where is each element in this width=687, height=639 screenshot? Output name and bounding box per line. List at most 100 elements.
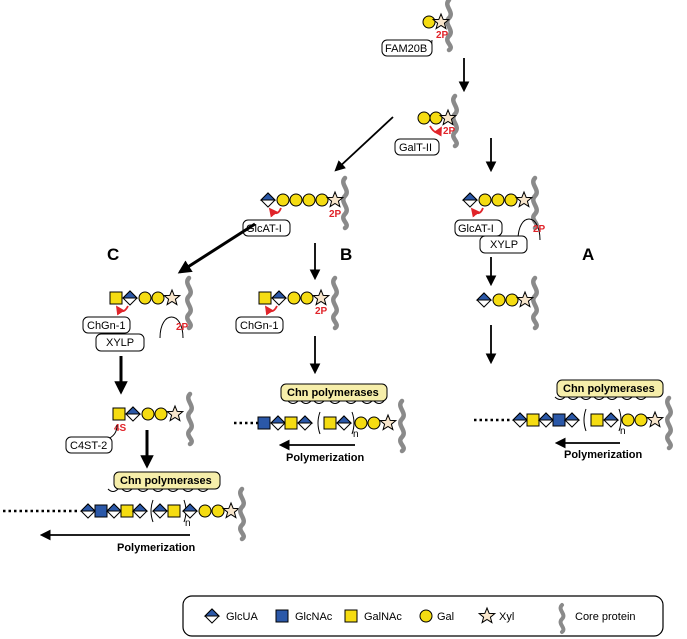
- gal-circle-icon: [289, 193, 303, 207]
- legend-label-core-protein: Core protein: [575, 611, 636, 623]
- gal-circle-icon: [492, 293, 506, 307]
- gal-circle-icon: [505, 293, 519, 307]
- chn-polymerases-box: [556, 379, 664, 398]
- phosphate-label: 2P: [315, 306, 328, 317]
- chgn1-label-mid: ChGn-1: [240, 320, 279, 332]
- xylp-box-right: [479, 235, 528, 254]
- red-transfer-arrow: [429, 125, 442, 137]
- red-transfer-arrow: [268, 207, 282, 218]
- pathway-label-c: C: [107, 245, 119, 264]
- core-protein-icon: [533, 278, 536, 328]
- c4st2-box: [65, 436, 113, 454]
- chgn1-box-mid: [235, 316, 284, 334]
- legend: GlcUA GlcNAc GalNAc Gal Xyl Core protein: [182, 595, 664, 637]
- xylp-label-left: XYLP: [106, 337, 134, 349]
- gal-circle-icon: [315, 193, 329, 207]
- gal-circle-icon: [478, 193, 492, 207]
- galnac-square-icon: [344, 609, 358, 623]
- repeat-n: n: [620, 426, 626, 437]
- gal-circle-icon: [138, 291, 152, 305]
- repeat-n: n: [185, 518, 191, 529]
- glcua-diamond-icon: [260, 192, 276, 208]
- core-protein-icon: [188, 394, 191, 444]
- gal-circle-icon: [419, 609, 433, 623]
- phosphate-label: 2P: [436, 30, 449, 41]
- xyl-star-icon: [312, 289, 330, 306]
- gal-circle-icon: [151, 291, 165, 305]
- phosphate-label: 2P: [533, 224, 546, 235]
- xyl-star-icon: [515, 191, 533, 208]
- gal-circle-icon: [287, 291, 301, 305]
- phosphate-label: 2P: [329, 209, 342, 220]
- gal-circle-icon: [429, 111, 443, 125]
- core-protein-icon: [447, 0, 450, 50]
- legend-label-glcua: GlcUA: [226, 611, 258, 623]
- galt2-box: [394, 138, 440, 156]
- chn-polymerases-box: [280, 383, 388, 402]
- chn-polymerases-label: Chn polymerases: [287, 387, 379, 399]
- glcat1-label-mid: GlcAT-I: [246, 223, 282, 235]
- glcua-diamond-icon: [476, 292, 492, 308]
- core-protein-icon: [558, 603, 566, 634]
- fam20b-label: FAM20B: [385, 43, 427, 55]
- chn-polymerase-complex-mid: Chn polymerases n Polymerization: [234, 383, 404, 464]
- xylp-arc: [159, 316, 184, 339]
- red-transfer-arrow: [265, 305, 278, 316]
- legend-label-gal: Gal: [437, 611, 454, 623]
- chn-polymerase-complex-right: Chn polymerases n Polymerization: [474, 379, 671, 461]
- gal-circle-icon: [276, 193, 290, 207]
- galt2-label: GalT-II: [399, 142, 432, 154]
- gal-circle-icon: [154, 407, 168, 421]
- red-transfer-arrow: [470, 207, 484, 218]
- core-protein-icon: [453, 96, 456, 146]
- galnac-square-icon: [112, 407, 126, 421]
- glcua-diamond-icon: [462, 192, 478, 208]
- chn-polymerases-label: Chn polymerases: [120, 475, 212, 487]
- galnac-square-icon: [109, 291, 123, 305]
- arrow-galt-to-b: [334, 116, 394, 172]
- sulfate-label: 4S: [114, 423, 127, 434]
- xyl-star-icon: [166, 405, 184, 422]
- chn-polymerases-label: Chn polymerases: [563, 383, 655, 395]
- chgn1-box-left: [82, 316, 131, 334]
- polymerization-label: Polymerization: [564, 449, 643, 461]
- polymerization-label: Polymerization: [286, 452, 365, 464]
- polymerization-label: Polymerization: [117, 542, 196, 554]
- gal-circle-icon: [141, 407, 155, 421]
- gal-circle-icon: [300, 291, 314, 305]
- pathway-label-a: A: [582, 245, 594, 264]
- red-transfer-arrow: [116, 305, 129, 316]
- chgn1-label-left: ChGn-1: [87, 320, 126, 332]
- glcua-diamond-icon: [122, 290, 138, 306]
- core-protein-icon: [187, 278, 190, 328]
- gal-circle-icon: [422, 15, 436, 29]
- glcua-diamond-icon: [125, 406, 141, 422]
- core-protein-icon: [333, 278, 336, 328]
- glcua-diamond-icon: [271, 290, 287, 306]
- gal-circle-icon: [491, 193, 505, 207]
- gal-circle-icon: [302, 193, 316, 207]
- core-protein-icon: [343, 178, 346, 228]
- glcat1-label-right: GlcAT-I: [458, 223, 494, 235]
- chn-polymerase-complex-left: Chn polymerases n Polymerization: [3, 471, 244, 554]
- legend-label-xyl: Xyl: [499, 611, 514, 623]
- glcnac-square-icon: [275, 609, 289, 623]
- legend-label-glcnac: GlcNAc: [295, 611, 333, 623]
- gal-circle-icon: [417, 111, 431, 125]
- chn-polymerases-box: [113, 471, 221, 490]
- pathway-label-b: B: [340, 245, 352, 264]
- phosphate-label: 2P: [443, 126, 456, 137]
- xylp-label-right: XYLP: [490, 239, 518, 251]
- glcat1-box-right: [454, 219, 503, 237]
- phosphate-label: 2P: [176, 322, 189, 333]
- xyl-star-icon: [516, 291, 534, 308]
- arrow-glcat-to-c: [177, 222, 256, 274]
- xyl-star-icon: [163, 289, 181, 306]
- galnac-square-icon: [258, 291, 272, 305]
- gal-circle-icon: [504, 193, 518, 207]
- xylp-arc: [517, 218, 541, 241]
- repeat-n: n: [353, 429, 359, 440]
- c4st2-label: C4ST-2: [70, 440, 107, 452]
- fam20b-box: [381, 39, 433, 57]
